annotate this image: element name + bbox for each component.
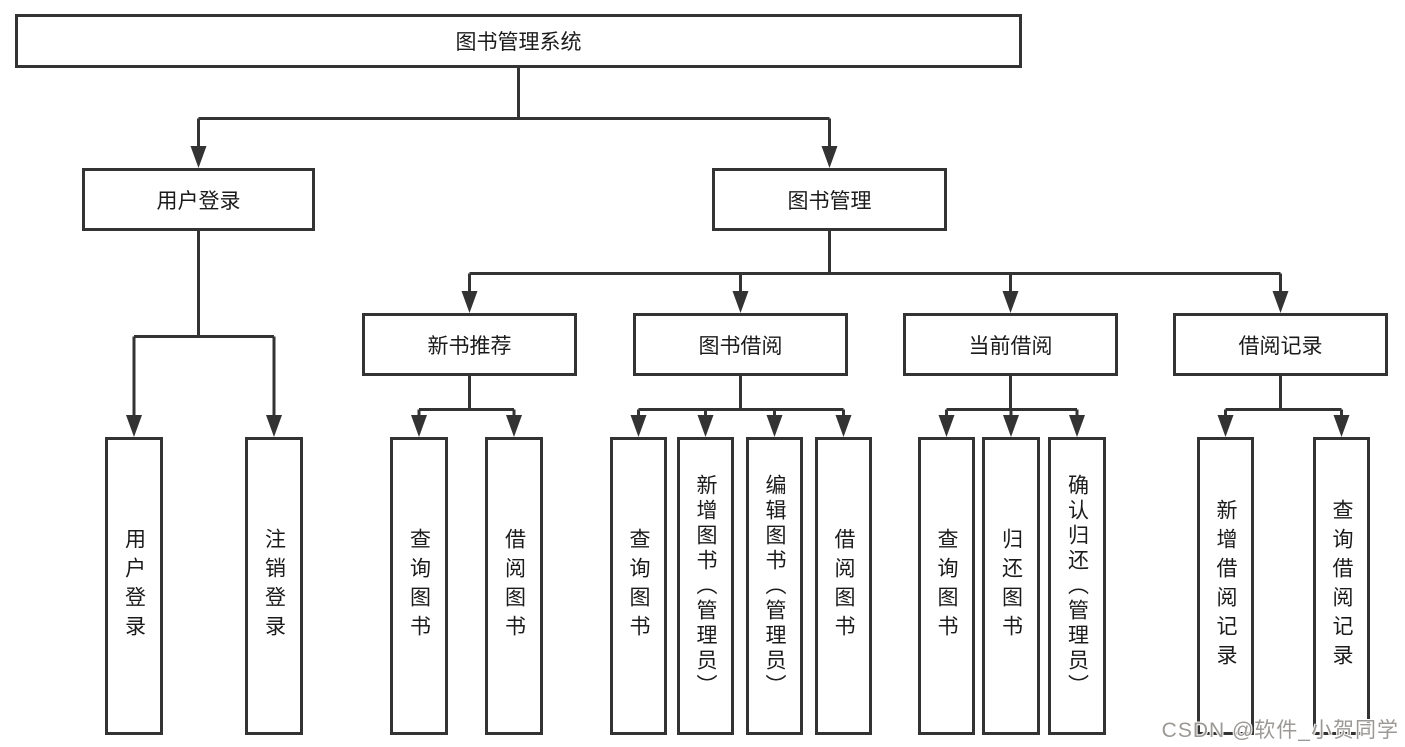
arrowhead <box>697 415 714 437</box>
leaf-edit-books-admin-label: 编辑图书（管理员） <box>763 473 786 699</box>
node-user-login: 用户登录 <box>82 168 315 231</box>
arrowhead <box>835 415 852 437</box>
leaf-add-borrow-record-label: 新增借阅记录 <box>1214 499 1237 673</box>
node-root-label: 图书管理系统 <box>455 31 582 54</box>
arrowhead <box>821 146 838 168</box>
leaf-query-books-recommend-label: 查询图书 <box>407 528 431 644</box>
arrowhead <box>461 291 478 313</box>
leaf-add-books-admin: 新增图书（管理员） <box>677 437 734 735</box>
connector-newbook-to-leaves <box>417 376 516 420</box>
arrowhead <box>411 415 427 437</box>
leaf-query-books-current: 查询图书 <box>918 437 975 735</box>
leaf-query-books-current-label: 查询图书 <box>935 528 958 644</box>
connector-root-to-level2 <box>197 66 831 150</box>
connector-userlogin-to-leaves <box>132 231 276 419</box>
leaf-logout-label: 注销登录 <box>262 528 286 644</box>
leaf-confirm-return-admin: 确认归还（管理员） <box>1048 437 1106 735</box>
arrowhead <box>766 415 783 437</box>
node-borrow-records-label: 借阅记录 <box>1238 334 1323 358</box>
leaf-confirm-return-admin-label: 确认归还（管理员） <box>1065 473 1089 699</box>
leaf-user-login-label: 用户登录 <box>122 528 146 644</box>
connector-borrowrecords-to-leaves <box>1224 376 1343 420</box>
leaf-edit-books-admin: 编辑图书（管理员） <box>746 437 803 735</box>
node-root: 图书管理系统 <box>15 14 1022 68</box>
leaf-query-borrow-record-label: 查询借阅记录 <box>1330 499 1353 673</box>
arrowhead <box>732 291 749 313</box>
arrowhead <box>506 415 522 437</box>
node-borrow-records: 借阅记录 <box>1173 313 1388 376</box>
leaf-query-books-recommend: 查询图书 <box>390 437 448 735</box>
arrowhead <box>1333 415 1350 437</box>
node-new-book-recommend: 新书推荐 <box>362 313 577 376</box>
csdn-watermark: CSDN @软件_小贺同学 <box>1161 719 1399 742</box>
node-current-borrow: 当前借阅 <box>903 313 1118 376</box>
leaf-add-borrow-record: 新增借阅记录 <box>1197 437 1254 735</box>
arrowhead <box>1272 291 1289 313</box>
arrowhead <box>266 415 282 437</box>
arrowhead <box>938 415 955 437</box>
connector-bookmgmt-to-level3 <box>468 231 1282 296</box>
leaf-borrow-books-recommend-label: 借阅图书 <box>502 528 526 644</box>
arrowhead <box>1217 415 1234 437</box>
leaf-add-books-admin-label: 新增图书（管理员） <box>694 473 717 699</box>
node-current-borrow-label: 当前借阅 <box>968 334 1053 358</box>
node-user-login-label: 用户登录 <box>156 189 241 213</box>
connector-currentborrow-to-leaves <box>945 376 1079 420</box>
node-book-management-label: 图书管理 <box>787 189 872 213</box>
leaf-query-books-borrow-label: 查询图书 <box>627 528 650 644</box>
node-new-book-recommend-label: 新书推荐 <box>427 334 512 358</box>
arrowhead <box>1069 415 1085 437</box>
node-book-borrow-label: 图书借阅 <box>698 334 783 358</box>
leaf-return-books: 归还图书 <box>982 437 1040 735</box>
leaf-borrow-books-label: 借阅图书 <box>832 528 855 644</box>
node-book-management: 图书管理 <box>712 168 947 231</box>
leaf-logout: 注销登录 <box>245 437 303 735</box>
leaf-return-books-label: 归还图书 <box>999 528 1023 644</box>
leaf-query-borrow-record: 查询借阅记录 <box>1313 437 1370 735</box>
connector-bookborrow-to-leaves <box>637 376 845 420</box>
arrowheads <box>126 146 1350 437</box>
leaf-user-login: 用户登录 <box>105 437 163 735</box>
arrowhead <box>190 146 207 168</box>
arrowhead <box>1002 291 1019 313</box>
leaf-borrow-books: 借阅图书 <box>815 437 872 735</box>
arrowhead <box>630 415 647 437</box>
node-book-borrow: 图书借阅 <box>633 313 848 376</box>
leaf-query-books-borrow: 查询图书 <box>610 437 667 735</box>
arrowhead <box>126 415 142 437</box>
leaf-borrow-books-recommend: 借阅图书 <box>485 437 543 735</box>
arrowhead <box>1003 415 1019 437</box>
